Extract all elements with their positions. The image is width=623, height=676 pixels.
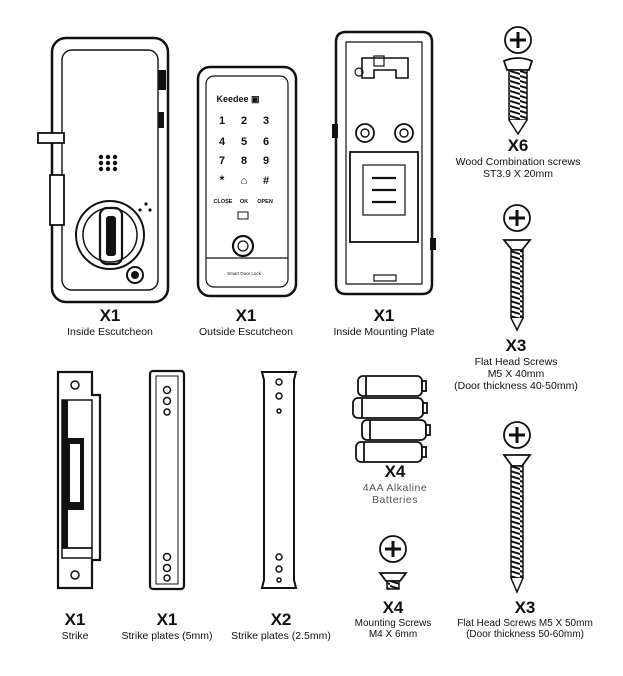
key-4: 4 [219, 136, 226, 148]
flat-head-screw-40mm-drawing [502, 204, 532, 332]
mounting-plate-qty: X1 [373, 306, 395, 325]
mounting-plate-label: Inside Mounting Plate [333, 325, 435, 338]
wood-screw-drawing [502, 26, 534, 136]
strike-label: Strike [61, 629, 89, 642]
outside-escutcheon-qty: X1 [235, 306, 257, 325]
key-star: * [220, 173, 225, 187]
batteries-drawing [352, 375, 431, 463]
inside-escutcheon-qty: X1 [99, 306, 121, 325]
key-7: 7 [219, 155, 225, 167]
mounting-screws-label: Mounting Screws [354, 617, 432, 629]
wood-screws-qty: X6 [507, 136, 529, 155]
strike-plate-2-5mm-drawing [260, 371, 298, 589]
mounting-screw-drawing [378, 535, 408, 590]
strike-plate-2-5mm-qty: X2 [270, 610, 292, 629]
flat-screws-50-label: Flat Head Screws M5 X 50mm [457, 617, 593, 629]
mounting-screws-qty: X4 [382, 598, 404, 617]
inside-escutcheon-label: Inside Escutcheon [67, 325, 153, 338]
keypad-brand: Keedee ▣ [216, 94, 259, 104]
strike-plate-5mm-qty: X1 [156, 610, 178, 629]
inside-mounting-plate-drawing [332, 30, 436, 296]
keypad-bottom-text: Smart Door Lock [227, 271, 262, 276]
batteries-label: 4AA Alkaline [362, 481, 428, 494]
outside-escutcheon-drawing [196, 65, 298, 298]
flat-screws-50-qty: X3 [514, 598, 536, 617]
inside-escutcheon-drawing [37, 36, 170, 304]
flat-screws-40-label: Flat Head Screws [474, 355, 558, 368]
wood-screws-label: Wood Combination screws [455, 155, 581, 168]
key-home: ⌂ [241, 175, 248, 187]
key-close: CLOSE [214, 199, 233, 205]
key-6: 6 [263, 136, 269, 148]
flat-screws-50-note: (Door thickness 50-60mm) [466, 629, 584, 641]
strike-qty: X1 [64, 610, 86, 629]
batteries-qty: X4 [384, 462, 406, 481]
mounting-screws-spec: M4 X 6mm [368, 629, 418, 641]
key-ok: OK [240, 199, 248, 205]
key-5: 5 [241, 136, 247, 148]
wood-screws-spec: ST3.9 X 20mm [482, 167, 554, 180]
outside-escutcheon-label: Outside Escutcheon [199, 325, 293, 338]
key-open: OPEN [257, 199, 273, 205]
key-1: 1 [219, 115, 225, 127]
key-9: 9 [263, 155, 269, 167]
key-2: 2 [241, 115, 247, 127]
flat-screws-40-note: (Door thickness 40-50mm) [454, 379, 578, 392]
key-8: 8 [241, 155, 247, 167]
flat-screws-40-qty: X3 [505, 336, 527, 355]
strike-drawing [56, 370, 102, 590]
strike-plate-5mm-drawing [148, 369, 186, 591]
batteries-spec: Batteries [372, 493, 418, 506]
strike-plate-5mm-label: Strike plates (5mm) [121, 629, 213, 642]
flat-screws-40-spec: M5 X 40mm [487, 367, 545, 380]
strike-plate-2-5mm-label: Strike plates (2.5mm) [231, 629, 331, 642]
key-3: 3 [263, 115, 269, 127]
keypad-buttons: Keedee ▣ 1 2 3 4 5 6 7 8 9 * ⌂ # CLOSE O… [214, 94, 273, 276]
key-hash: # [263, 175, 269, 187]
flat-head-screw-50mm-drawing [502, 421, 532, 594]
